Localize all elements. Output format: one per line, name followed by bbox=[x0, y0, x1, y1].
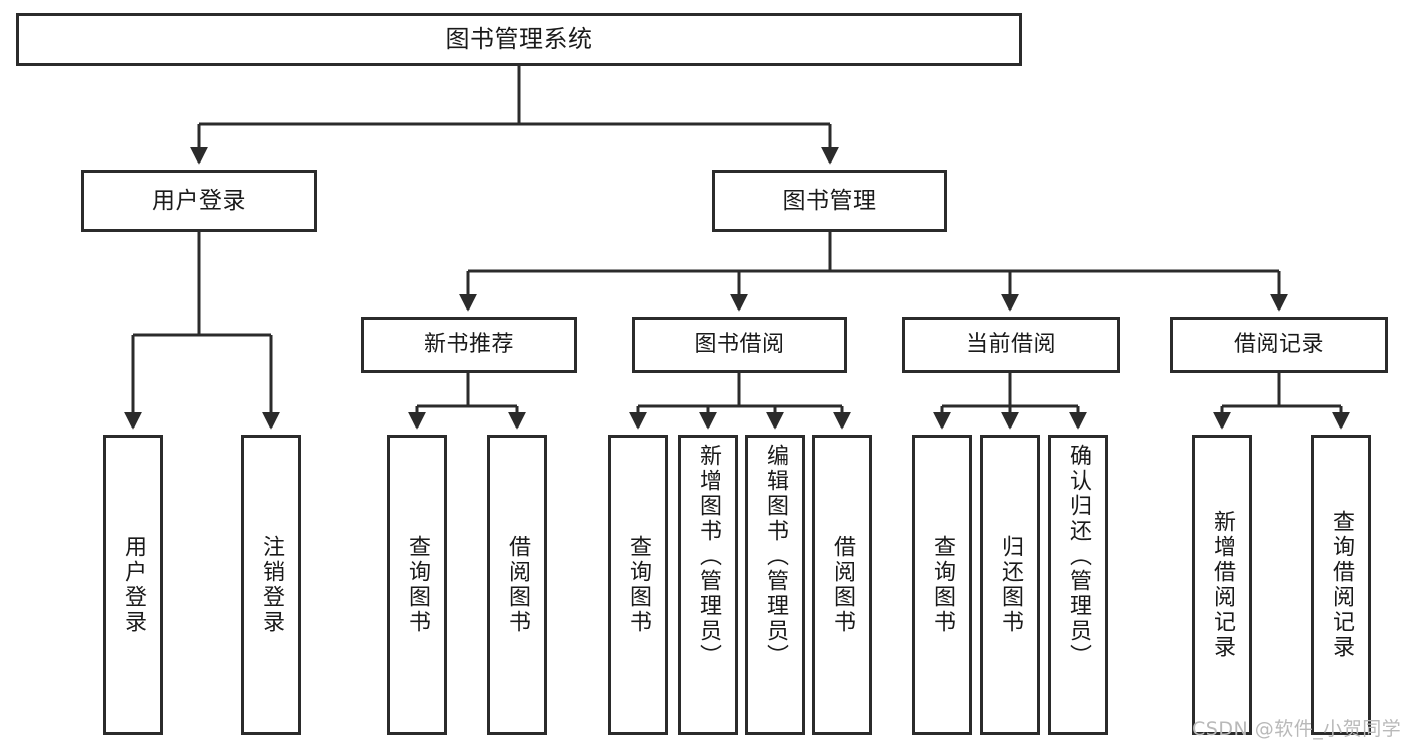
node-label: 图书管理系统 bbox=[445, 24, 593, 53]
csdn-watermark: CSDN @软件_小贺同学 bbox=[1192, 718, 1402, 740]
node-label: 图书借阅 bbox=[694, 332, 785, 358]
node-label: 新增图书（管理员） bbox=[696, 444, 721, 669]
leaf-logout[interactable]: 注销登录 bbox=[241, 435, 301, 735]
node-label: 查询借阅记录 bbox=[1329, 510, 1354, 660]
node-new-book-recommend[interactable]: 新书推荐 bbox=[361, 317, 577, 373]
node-label: 确认归还（管理员） bbox=[1066, 444, 1091, 669]
leaf-user-login[interactable]: 用户登录 bbox=[103, 435, 163, 735]
node-label: 新书推荐 bbox=[423, 332, 514, 358]
node-label: 借阅图书 bbox=[830, 535, 855, 635]
node-label: 借阅图书 bbox=[505, 535, 530, 635]
leaf-confirm-return-admin[interactable]: 确认归还（管理员） bbox=[1048, 435, 1108, 735]
node-root-system[interactable]: 图书管理系统 bbox=[16, 13, 1022, 66]
node-label: 编辑图书（管理员） bbox=[763, 444, 788, 669]
node-label: 查询图书 bbox=[405, 535, 430, 635]
node-label: 用户登录 bbox=[121, 535, 146, 635]
leaf-return-book[interactable]: 归还图书 bbox=[980, 435, 1040, 735]
leaf-query-book-current[interactable]: 查询图书 bbox=[912, 435, 972, 735]
leaf-query-borrow-record[interactable]: 查询借阅记录 bbox=[1311, 435, 1371, 735]
node-label: 当前借阅 bbox=[965, 332, 1056, 358]
leaf-borrow-book-recommend[interactable]: 借阅图书 bbox=[487, 435, 547, 735]
node-label: 用户登录 bbox=[152, 187, 246, 214]
leaf-query-book-recommend[interactable]: 查询图书 bbox=[387, 435, 447, 735]
node-label: 借阅记录 bbox=[1233, 332, 1324, 358]
node-book-borrow[interactable]: 图书借阅 bbox=[632, 317, 847, 373]
node-user-login[interactable]: 用户登录 bbox=[81, 170, 317, 232]
node-label: 新增借阅记录 bbox=[1210, 510, 1235, 660]
leaf-query-book-borrow[interactable]: 查询图书 bbox=[608, 435, 668, 735]
leaf-add-borrow-record[interactable]: 新增借阅记录 bbox=[1192, 435, 1252, 735]
node-borrow-record[interactable]: 借阅记录 bbox=[1170, 317, 1388, 373]
node-label: 归还图书 bbox=[998, 535, 1023, 635]
leaf-edit-book-admin[interactable]: 编辑图书（管理员） bbox=[745, 435, 805, 735]
leaf-borrow-book[interactable]: 借阅图书 bbox=[812, 435, 872, 735]
node-label: 查询图书 bbox=[930, 535, 955, 635]
node-book-management[interactable]: 图书管理 bbox=[712, 170, 947, 232]
leaf-add-book-admin[interactable]: 新增图书（管理员） bbox=[678, 435, 738, 735]
node-label: 图书管理 bbox=[782, 187, 877, 214]
node-label: 注销登录 bbox=[259, 535, 284, 635]
node-label: 查询图书 bbox=[626, 535, 651, 635]
node-current-borrow[interactable]: 当前借阅 bbox=[902, 317, 1120, 373]
